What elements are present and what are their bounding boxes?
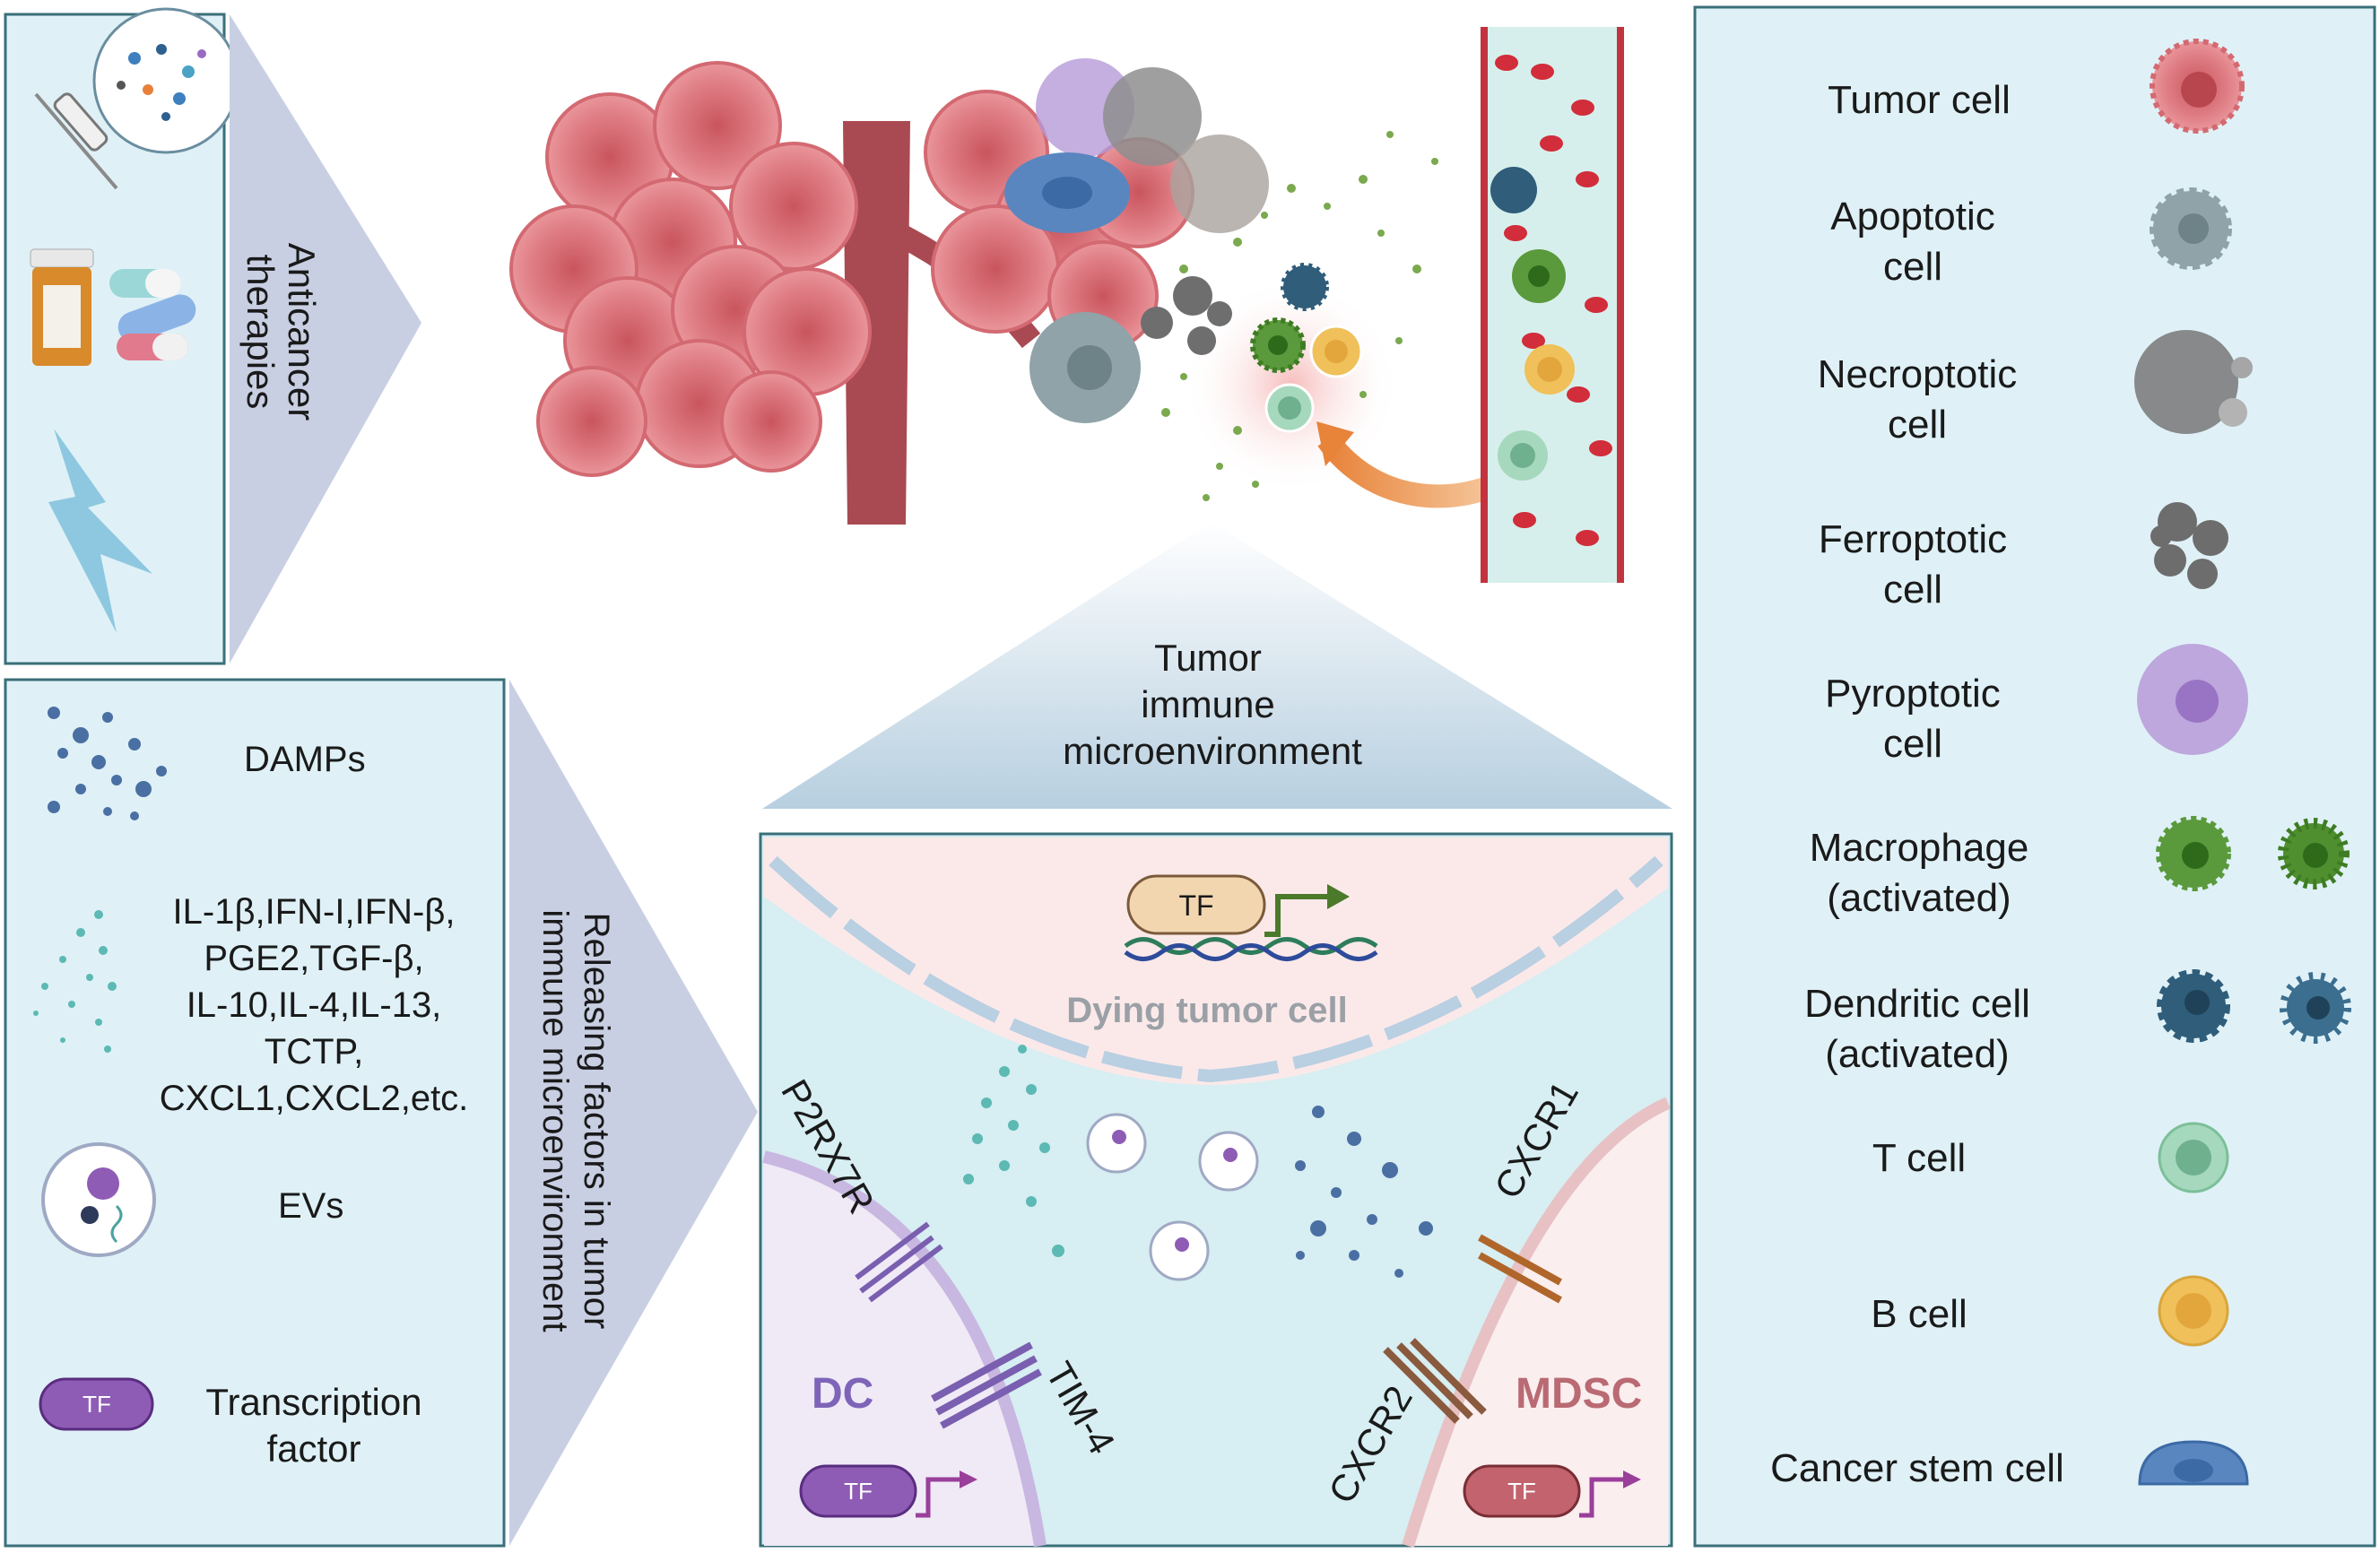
legend-tumor-label: Tumor cell — [1828, 78, 2011, 122]
tme-label-line2: immune — [1141, 683, 1274, 725]
releasing-factors-arrow: Releasing factors in tumor immune microe… — [509, 680, 758, 1546]
transcription-label-line1: Transcription — [205, 1381, 421, 1423]
tf-top-badge: TF — [1124, 874, 1378, 961]
cytokine-particles — [963, 1045, 1064, 1257]
factor-line-2: PGE2,TGF-β, — [204, 939, 423, 978]
legend-stem-cell-label: Cancer stem cell — [1770, 1446, 2064, 1490]
legend-dendritic-cell: Dendritic cell (activated) — [1804, 969, 2351, 1076]
legend-pyroptotic-cell: Pyroptotic cell — [1825, 644, 2248, 766]
legend-tumor-cell: Tumor cell — [1828, 39, 2245, 134]
svg-text:therapies: therapies — [239, 255, 282, 410]
p2rx7r-receptor-icon — [855, 1221, 943, 1303]
releasing-factors-panel: DAMPs IL-1β,IFN-I,IFN-β, PGE2,TGF-β, IL-… — [4, 678, 506, 1548]
tf-legend-badge: TF — [39, 1377, 154, 1431]
tf-top-text: TF — [1178, 889, 1213, 922]
legend-b-cell-label: B cell — [1871, 1292, 1967, 1336]
legend-necroptotic-cell: Necroptotic cell — [1818, 330, 2253, 447]
inset-damps-particles — [1295, 1106, 1433, 1278]
tumor-illustration — [509, 58, 1522, 525]
legend-dendritic-line2: (activated) — [1825, 1032, 2009, 1076]
legend-cancer-stem-cell: Cancer stem cell — [1770, 1440, 2249, 1490]
legend-ferroptotic-line1: Ferroptotic — [1819, 517, 2007, 561]
legend-panel: Tumor cell Apoptotic cell Necroptotic ce… — [1693, 5, 2376, 1548]
legend-macrophage-line2: (activated) — [1827, 876, 2011, 920]
legend-ferroptotic-cell: Ferroptotic cell — [1819, 502, 2228, 612]
transcription-label-line2: factor — [266, 1427, 360, 1470]
evs-label: EVs — [278, 1186, 343, 1226]
tf-dc-badge: TF — [799, 1464, 977, 1518]
syringe-icon — [34, 7, 239, 190]
tf-legend-text: TF — [83, 1391, 111, 1418]
legend-apoptotic-cell: Apoptotic cell — [1830, 187, 2232, 289]
legend-b-cell: B cell — [1871, 1275, 2229, 1347]
legend-macrophage-line1: Macrophage — [1810, 826, 2029, 870]
blood-vessel — [1481, 27, 1624, 583]
legend-t-cell: T cell — [1872, 1122, 2229, 1193]
ev-icon — [41, 1142, 156, 1257]
dying-tumor-cell-label: Dying tumor cell — [1066, 991, 1347, 1030]
legend-macrophage: Macrophage (activated) — [1810, 816, 2350, 920]
tme-label-line3: microenvironment — [1063, 730, 1362, 772]
svg-text:Anticancer: Anticancer — [281, 243, 323, 421]
tme-label-line1: Tumor — [1154, 637, 1262, 679]
legend-necroptotic-line1: Necroptotic — [1818, 352, 2018, 396]
factor-line-5: CXCL1,CXCL2,etc. — [160, 1079, 469, 1118]
svg-text:Releasing factors in tumor: Releasing factors in tumor — [577, 913, 616, 1330]
releasing-label-line1: Releasing factors in tumor — [577, 913, 616, 1330]
factor-line-4: TCTP, — [265, 1032, 363, 1071]
tf-mdsc-badge: TF — [1463, 1464, 1641, 1518]
legend-necroptotic-line2: cell — [1888, 403, 1947, 447]
tumor-cell-cluster — [509, 61, 1194, 477]
legend-t-cell-label: T cell — [1872, 1136, 1966, 1180]
legend-pyroptotic-line1: Pyroptotic — [1825, 672, 2001, 716]
cxcr2-receptor-icon — [1383, 1338, 1487, 1424]
mdsc-label: MDSC — [1516, 1370, 1642, 1418]
legend-apoptotic-line2: cell — [1883, 245, 1942, 289]
tf-mdsc-text: TF — [1507, 1478, 1536, 1505]
anticancer-therapies-arrow: Anticancer therapies — [230, 14, 421, 664]
legend-apoptotic-line1: Apoptotic — [1830, 195, 1994, 239]
cxcr1-receptor-icon — [1478, 1234, 1562, 1304]
capsule-icon — [109, 269, 196, 360]
tim4-receptor-icon — [931, 1341, 1042, 1429]
svg-text:immune microenvironment: immune microenvironment — [535, 909, 575, 1332]
legend-dendritic-line1: Dendritic cell — [1804, 982, 2030, 1026]
tf-dc-text: TF — [844, 1478, 873, 1505]
factor-line-3: IL-10,IL-4,IL-13, — [187, 985, 442, 1025]
legend-ferroptotic-line2: cell — [1883, 568, 1942, 612]
releasing-label-line2: immune microenvironment — [535, 909, 575, 1332]
tme-inset-panel: TF Dying tumor cell DC TF P2RX7R TIM-4 — [759, 832, 1673, 1549]
legend-pyroptotic-line2: cell — [1883, 722, 1942, 766]
pill-bottle-icon — [30, 248, 94, 366]
cytokines-icon — [33, 910, 117, 1053]
damps-icon — [48, 707, 167, 820]
radiation-lightning-icon — [48, 429, 152, 633]
anticancer-therapies-panel — [4, 7, 239, 665]
dc-label: DC — [812, 1370, 873, 1418]
tme-triangle: Tumor immune microenvironment — [762, 522, 1672, 809]
factor-line-1: IL-1β,IFN-I,IFN-β, — [173, 892, 456, 932]
anticancer-label: Anticancer — [281, 243, 323, 421]
therapies-label: therapies — [239, 255, 282, 410]
damps-label: DAMPs — [244, 740, 366, 779]
